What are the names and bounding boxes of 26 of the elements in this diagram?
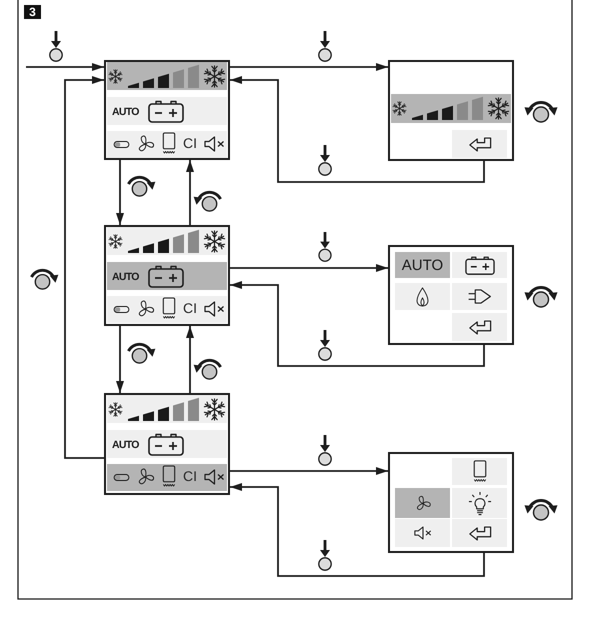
display-screen	[104, 225, 230, 326]
arrow	[186, 160, 194, 225]
arrow	[116, 326, 124, 393]
arrow	[230, 483, 485, 577]
display-screen	[104, 60, 230, 160]
mode-label: AUTO	[112, 271, 139, 283]
mode-label: AUTO	[112, 439, 139, 451]
arrow	[230, 467, 388, 475]
arrow	[230, 63, 388, 71]
arrow	[230, 264, 388, 272]
symbol-label: CI	[183, 301, 197, 316]
mode-label: AUTO	[112, 106, 139, 118]
figure-number: 3	[24, 5, 41, 19]
arrow	[186, 326, 194, 393]
arrow	[230, 76, 485, 183]
symbol-label: CI	[183, 136, 197, 151]
arrow	[116, 160, 124, 225]
arrow	[26, 63, 104, 71]
symbol-label: CI	[183, 469, 197, 484]
menu-screen	[388, 452, 514, 553]
menu-screen	[388, 245, 514, 345]
menu-screen	[388, 60, 514, 161]
display-screen	[104, 393, 230, 495]
mode-label: AUTO	[402, 256, 444, 274]
arrow	[230, 281, 485, 367]
arrow	[64, 76, 104, 459]
